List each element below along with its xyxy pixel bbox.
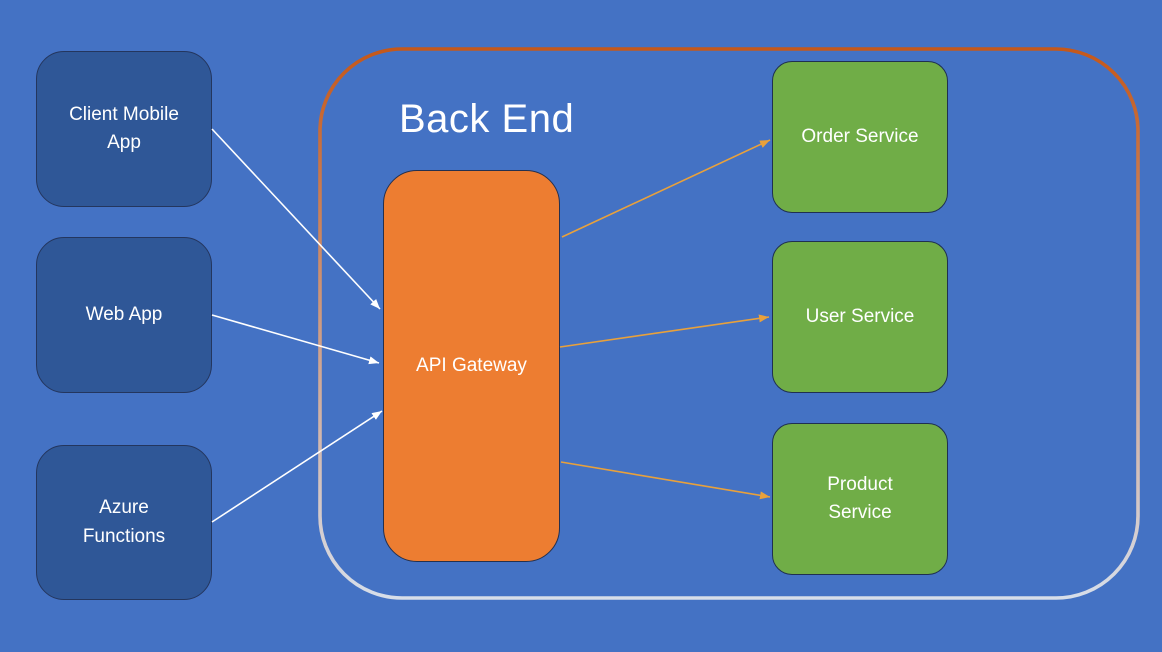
arrow-api-gateway-to-user-service [559, 314, 770, 348]
node-api-gateway: API Gateway [383, 170, 560, 562]
node-user-service: User Service [772, 241, 948, 393]
node-client-mobile-app: Client Mobile App [36, 51, 212, 207]
node-product-service: Product Service [772, 423, 948, 575]
arrow-client-mobile-app-to-api-gateway [211, 128, 381, 310]
backend-container-title: Back End [399, 97, 575, 141]
node-order-service: Order Service [772, 61, 948, 213]
node-azure-functions: Azure Functions [36, 445, 212, 600]
arrow-api-gateway-to-order-service [561, 139, 771, 238]
node-web-app: Web App [36, 237, 212, 393]
arrow-web-app-to-api-gateway [211, 314, 380, 365]
arrow-api-gateway-to-product-service [560, 461, 771, 500]
arrow-azure-functions-to-api-gateway [211, 410, 383, 523]
